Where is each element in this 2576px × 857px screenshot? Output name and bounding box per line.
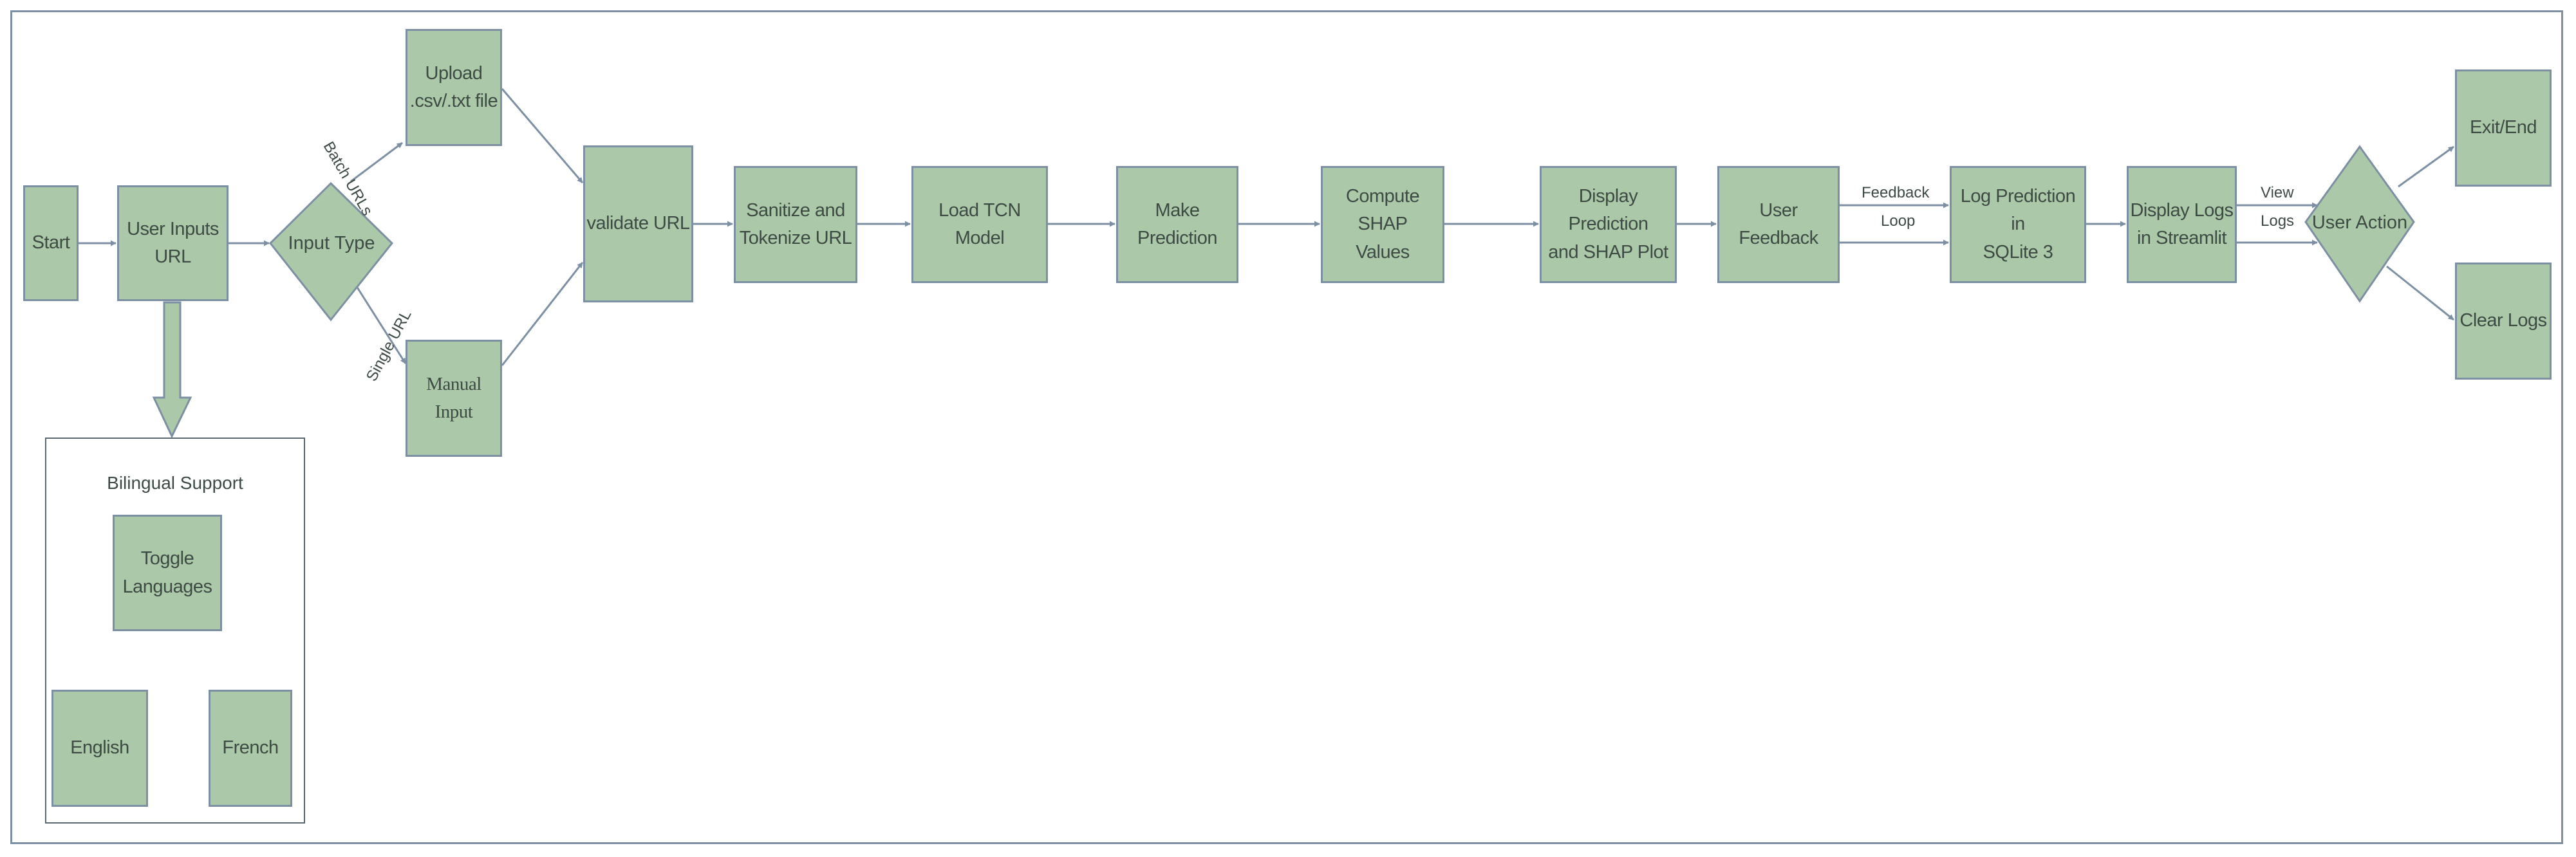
edge-action-to-clear: [2386, 265, 2454, 321]
manual-input-node: Manual Input: [406, 340, 502, 457]
english-label: English: [70, 737, 129, 759]
edge-input-type-to-upload: [350, 142, 403, 183]
bilingual-support-title: Bilingual Support: [107, 473, 243, 493]
view-logs-label-view: View: [2258, 184, 2297, 202]
log-prediction-label: Log Prediction in SQLite 3: [1960, 185, 2076, 263]
input-type-diamond: [268, 181, 394, 322]
compute-shap-label: Compute SHAP Values: [1345, 185, 1420, 263]
sanitize-tokenize-label: Sanitize and Tokenize URL: [739, 199, 852, 249]
load-tcn-model-node: Load TCN Model: [911, 166, 1048, 283]
edge-action-to-exit: [2398, 145, 2454, 188]
user-inputs-url-label: User Inputs URL: [127, 218, 219, 268]
display-prediction-label: Display Prediction and SHAP Plot: [1548, 185, 1668, 263]
clear-logs-label: Clear Logs: [2459, 310, 2547, 331]
validate-url-label: validate URL: [586, 213, 690, 234]
make-prediction-label: Make Prediction: [1137, 199, 1217, 249]
edge-upload-to-validate: [501, 88, 584, 183]
diagram-frame: [10, 10, 2563, 844]
french-label: French: [222, 737, 279, 759]
manual-input-label: Manual Input: [426, 373, 481, 423]
english-node: English: [51, 690, 148, 807]
upload-file-node: Upload .csv/.txt file: [406, 29, 502, 146]
exit-end-node: Exit/End: [2455, 69, 2552, 187]
exit-end-label: Exit/End: [2470, 117, 2537, 138]
edge-manual-to-validate: [501, 262, 584, 366]
user-action-label: User Action: [2311, 212, 2408, 233]
display-logs-node: Display Logs in Streamlit: [2127, 166, 2237, 283]
log-prediction-node: Log Prediction in SQLite 3: [1950, 166, 2086, 283]
start-label: Start: [32, 232, 70, 253]
load-tcn-model-label: Load TCN Model: [938, 199, 1021, 249]
clear-logs-node: Clear Logs: [2455, 263, 2552, 380]
toggle-languages-node: Toggle Languages: [113, 515, 222, 631]
user-feedback-node: User Feedback: [1717, 166, 1840, 283]
user-inputs-url-node: User Inputs URL: [117, 185, 229, 301]
sanitize-tokenize-node: Sanitize and Tokenize URL: [734, 166, 857, 283]
display-prediction-node: Display Prediction and SHAP Plot: [1540, 166, 1677, 283]
user-feedback-label: User Feedback: [1739, 199, 1818, 249]
feedback-loop-label-loop: Loop: [1878, 212, 1918, 230]
feedback-loop-label-feedback: Feedback: [1859, 184, 1932, 202]
view-logs-label-logs: Logs: [2258, 212, 2297, 230]
toggle-languages-label: Toggle Languages: [122, 548, 212, 597]
display-logs-label: Display Logs in Streamlit: [2130, 199, 2234, 249]
user-action-diamond: [2304, 145, 2415, 303]
edge-input-type-to-manual: [354, 284, 407, 364]
make-prediction-node: Make Prediction: [1116, 166, 1238, 283]
compute-shap-node: Compute SHAP Values: [1321, 166, 1444, 283]
validate-url-node: validate URL: [583, 145, 693, 302]
upload-file-label: Upload .csv/.txt file: [409, 62, 498, 112]
input-type-label: Input Type: [288, 232, 375, 253]
french-node: French: [209, 690, 292, 807]
big-arrow-to-bilingual: [152, 301, 192, 439]
start-node: Start: [23, 185, 79, 301]
